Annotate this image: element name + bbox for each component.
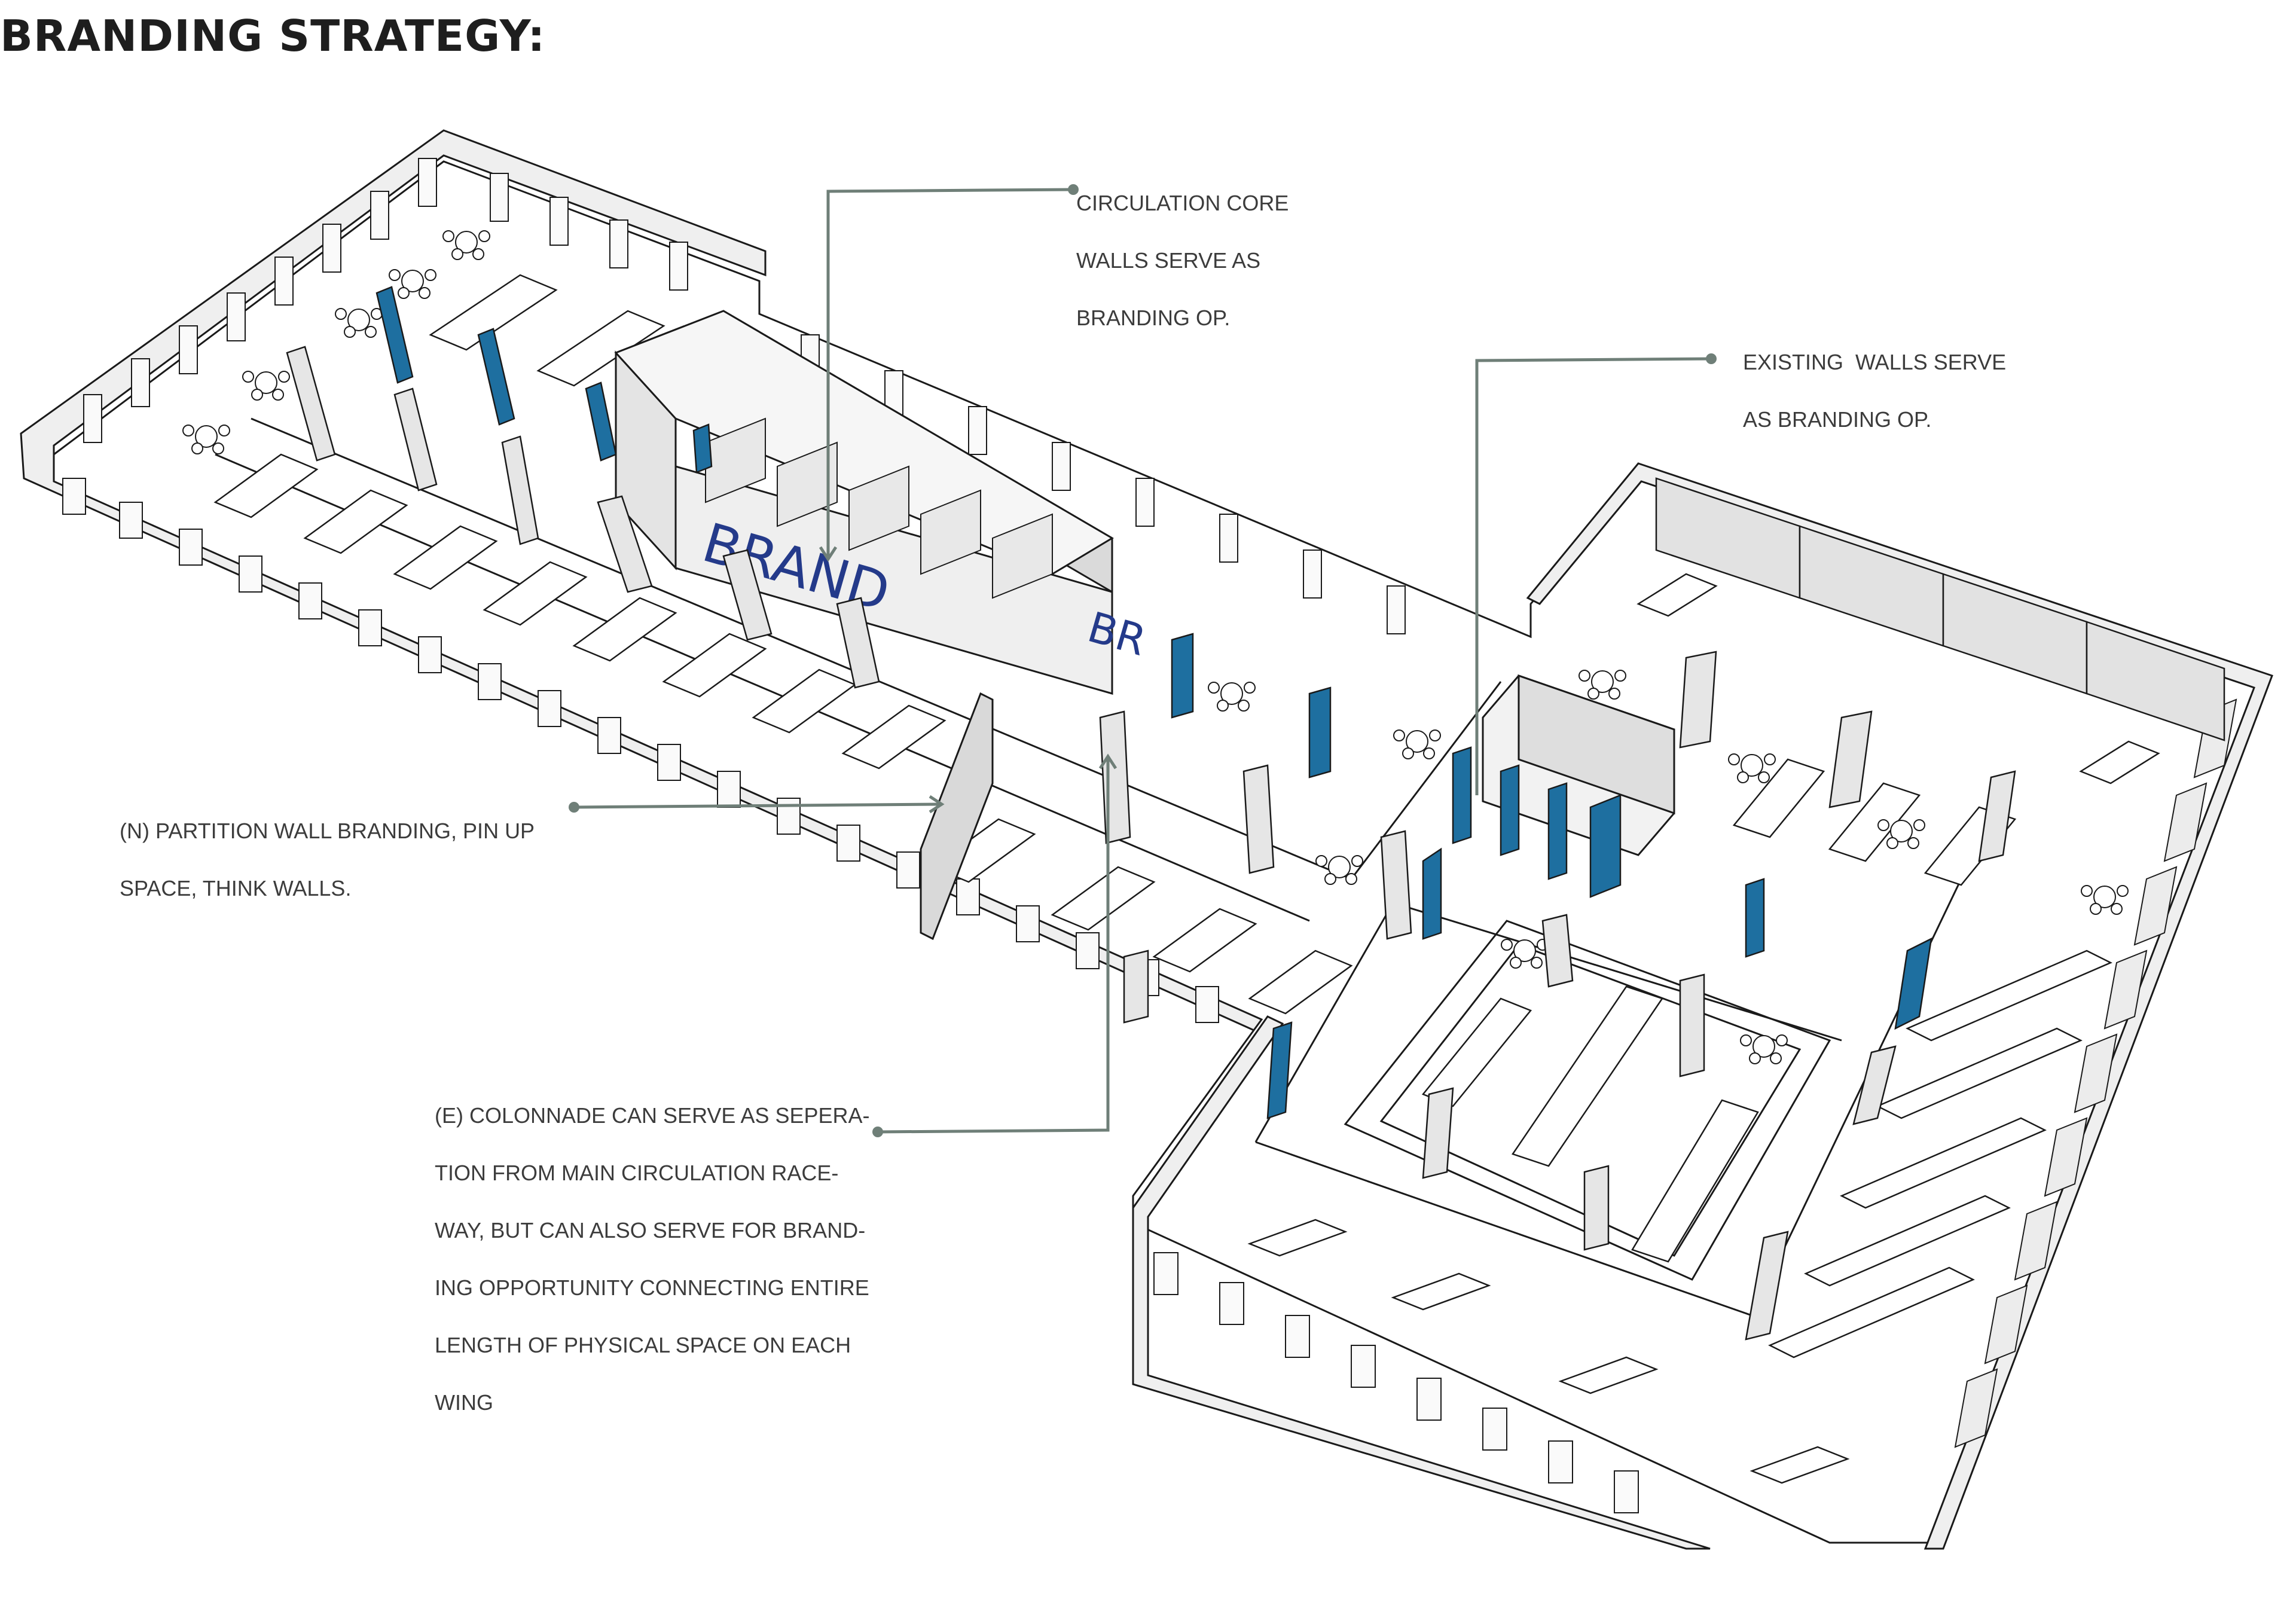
desk-clusters-right xyxy=(1421,758,2112,1359)
leader-dot-core xyxy=(1068,184,1079,195)
leader-dots xyxy=(569,184,1717,1137)
brand-wall xyxy=(477,328,515,426)
brand-wall xyxy=(1547,782,1568,880)
annotation-circulation-core: CIRCULATION CORE WALLS SERVE AS BRANDING… xyxy=(1076,160,1387,361)
window-bays-bottom xyxy=(1153,1252,1639,1513)
page-title: BRANDING STRATEGY: xyxy=(0,11,546,61)
core-top xyxy=(614,310,1114,575)
annotation-colonnade: (E) COLONNADE CAN SERVE AS SEPERA- TION … xyxy=(435,1073,889,1446)
annotation-line: WAY, BUT CAN ALSO SERVE FOR BRAND- xyxy=(435,1218,866,1243)
brand-wall xyxy=(1452,746,1472,844)
perimeter-rooms-right xyxy=(1655,477,2225,741)
annotation-line: CIRCULATION CORE xyxy=(1076,191,1289,215)
leader-dot-colonnade xyxy=(872,1127,883,1137)
partition-wall-new xyxy=(920,692,994,941)
annotation-line: (N) PARTITION WALL BRANDING, PIN UP xyxy=(120,819,535,843)
annotation-line: ING OPPORTUNITY CONNECTING ENTIRE xyxy=(435,1275,869,1300)
leader-partition xyxy=(573,802,939,809)
brand-wall xyxy=(1745,878,1765,958)
annotation-partition-wall: (N) PARTITION WALL BRANDING, PIN UP SPAC… xyxy=(120,788,562,932)
leader-dot-existing xyxy=(1706,353,1717,364)
brand-wall xyxy=(1171,633,1194,719)
annotation-line: AS BRANDING OP. xyxy=(1743,407,1932,432)
columns xyxy=(286,346,2016,1341)
window-bays-right xyxy=(1954,698,2237,1448)
annotation-existing-walls: EXISTING WALLS SERVE AS BRANDING OP. xyxy=(1743,319,2054,463)
leader-arrows xyxy=(819,546,1118,814)
circulation-core xyxy=(614,310,1114,695)
annotation-line: WING xyxy=(435,1390,493,1415)
secondary-core xyxy=(1482,674,1675,856)
window-bays-left xyxy=(62,478,1219,1023)
leader-core xyxy=(826,188,1074,556)
annotation-line: TION FROM MAIN CIRCULATION RACE- xyxy=(435,1161,839,1185)
branding-walls xyxy=(375,286,1932,1119)
brand-wall xyxy=(375,286,414,384)
leader-lines xyxy=(573,188,1712,1134)
brand-wall xyxy=(585,381,617,462)
brand-wall xyxy=(1589,794,1622,898)
brand-wall xyxy=(1500,764,1520,856)
conference-tables xyxy=(1247,573,2160,1484)
window-bays-top xyxy=(83,158,1406,634)
outer-wall-right-wing xyxy=(1526,462,2273,1550)
annotation-line: BRANDING OP. xyxy=(1076,306,1231,330)
annotation-line: (E) COLONNADE CAN SERVE AS SEPERA- xyxy=(435,1103,870,1128)
brand-wall xyxy=(1422,847,1442,940)
brand-wall xyxy=(1308,686,1332,779)
brand-wall xyxy=(1894,937,1932,1030)
leader-existing xyxy=(1475,357,1712,795)
meeting-sets xyxy=(182,230,2129,1064)
outer-wall-bottom-wing xyxy=(1132,1015,1711,1550)
annotation-line: LENGTH OF PHYSICAL SPACE ON EACH xyxy=(435,1333,851,1357)
annotation-line: WALLS SERVE AS xyxy=(1076,248,1261,273)
brand-wall xyxy=(692,423,713,474)
leader-dot-partition xyxy=(569,802,579,813)
annotation-line: EXISTING WALLS SERVE xyxy=(1743,350,2007,374)
leader-colonnade xyxy=(877,759,1110,1134)
brand-wall xyxy=(1266,1021,1293,1119)
annotation-line: SPACE, THINK WALLS. xyxy=(120,876,352,900)
central-island xyxy=(1344,920,1831,1281)
